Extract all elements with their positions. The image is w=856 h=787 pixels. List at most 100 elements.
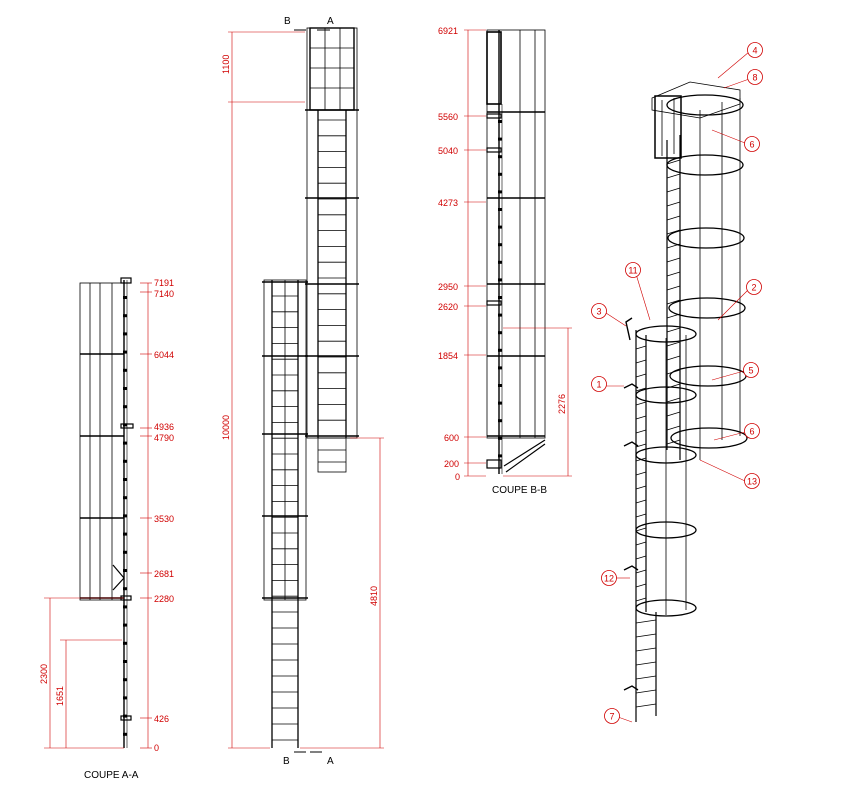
section-marker-b: B bbox=[283, 756, 290, 767]
rung bbox=[635, 401, 647, 406]
level-label: 2280 bbox=[154, 594, 174, 604]
section-caption: COUPE B-B bbox=[492, 485, 547, 496]
level-label: 0 bbox=[455, 472, 460, 482]
dimension-value: 2276 bbox=[557, 394, 567, 414]
rung bbox=[635, 647, 657, 652]
dimension-value: 2300 bbox=[39, 664, 49, 684]
rung bbox=[498, 348, 502, 352]
callout-circle bbox=[604, 708, 620, 724]
rung bbox=[498, 401, 502, 405]
rung bbox=[666, 271, 681, 277]
rung bbox=[635, 345, 647, 350]
callout-number: 4 bbox=[752, 45, 757, 55]
section-marker-a: A bbox=[327, 756, 334, 767]
rung bbox=[666, 243, 681, 249]
rung bbox=[635, 597, 647, 602]
rung bbox=[123, 696, 127, 700]
section-view-b: 6921 5560 5040 4273 2950 2620 1854 600 2… bbox=[438, 26, 572, 496]
rung bbox=[123, 441, 127, 445]
bottom-rungs bbox=[635, 619, 657, 708]
rung bbox=[498, 278, 502, 282]
rung bbox=[666, 411, 681, 417]
callout-number: 6 bbox=[749, 426, 754, 436]
callout-leaders bbox=[605, 51, 753, 723]
lower-rungs bbox=[635, 345, 647, 602]
rung bbox=[666, 299, 681, 305]
rung bbox=[498, 120, 502, 123]
callout-number: 5 bbox=[748, 365, 753, 375]
callout-circle bbox=[744, 423, 760, 439]
rung bbox=[123, 314, 127, 318]
level-label: 4936 bbox=[154, 422, 174, 432]
ladder-rungs bbox=[498, 120, 502, 458]
rung bbox=[666, 229, 681, 235]
rung bbox=[123, 514, 127, 518]
rung bbox=[498, 436, 502, 440]
section-view-a: 7191 7140 6044 4936 4790 3530 2681 2280 … bbox=[39, 277, 174, 781]
rung bbox=[666, 425, 681, 431]
level-label: 200 bbox=[444, 459, 459, 469]
rung bbox=[635, 661, 657, 666]
callout-number: 6 bbox=[749, 139, 754, 149]
rung bbox=[635, 429, 647, 434]
dimension-value: 10000 bbox=[221, 415, 231, 440]
rung bbox=[123, 368, 127, 372]
level-label: 600 bbox=[444, 433, 459, 443]
upper-cage bbox=[306, 27, 358, 439]
rung bbox=[666, 173, 681, 179]
rung bbox=[635, 583, 647, 588]
rung bbox=[635, 387, 647, 392]
callout-number: 8 bbox=[752, 72, 757, 82]
hoop bbox=[667, 227, 745, 249]
lower-hoops bbox=[262, 281, 308, 599]
rung bbox=[635, 373, 647, 378]
level-label: 2620 bbox=[438, 302, 458, 312]
callout-circle bbox=[747, 42, 763, 58]
wall-brackets bbox=[486, 113, 546, 473]
rung bbox=[635, 499, 647, 504]
callout-number: 13 bbox=[747, 476, 757, 486]
rung bbox=[635, 415, 647, 420]
callout-circle bbox=[744, 473, 760, 489]
front-view: 1100 10000 4810 B A B A bbox=[221, 16, 384, 767]
rung bbox=[498, 454, 502, 458]
rung bbox=[123, 641, 127, 645]
hoop bbox=[635, 325, 697, 343]
section-caption: COUPE A-A bbox=[84, 770, 139, 781]
rung bbox=[635, 485, 647, 490]
rung bbox=[123, 605, 127, 609]
rung bbox=[666, 313, 681, 319]
rung bbox=[666, 439, 681, 445]
rung bbox=[635, 527, 647, 532]
level-label: 1854 bbox=[438, 351, 458, 361]
rung bbox=[635, 359, 647, 364]
hoop bbox=[635, 446, 697, 464]
cage-frame bbox=[79, 282, 125, 601]
rung bbox=[498, 260, 502, 264]
callout-number: 7 bbox=[609, 711, 614, 721]
level-label: 2950 bbox=[438, 282, 458, 292]
rung bbox=[498, 243, 502, 247]
rung bbox=[666, 285, 681, 291]
rung bbox=[666, 397, 681, 403]
hoop bbox=[666, 94, 744, 116]
level-label: 0 bbox=[154, 743, 159, 753]
rung bbox=[498, 366, 502, 370]
dimension-lines bbox=[228, 31, 384, 749]
cage-hoops bbox=[80, 353, 124, 599]
hoop bbox=[635, 599, 697, 617]
rung bbox=[498, 225, 502, 229]
level-label: 6044 bbox=[154, 350, 174, 360]
hoop bbox=[669, 365, 747, 387]
rung bbox=[666, 201, 681, 207]
rung bbox=[635, 541, 647, 546]
upper-rungs bbox=[318, 119, 346, 421]
level-label: 7191 bbox=[154, 278, 174, 288]
rung bbox=[123, 478, 127, 481]
rung bbox=[635, 513, 647, 518]
rung bbox=[498, 296, 502, 299]
rung bbox=[498, 208, 502, 211]
dimension-value: 1100 bbox=[221, 55, 231, 74]
rung bbox=[123, 587, 127, 591]
wall-brackets bbox=[623, 317, 639, 691]
